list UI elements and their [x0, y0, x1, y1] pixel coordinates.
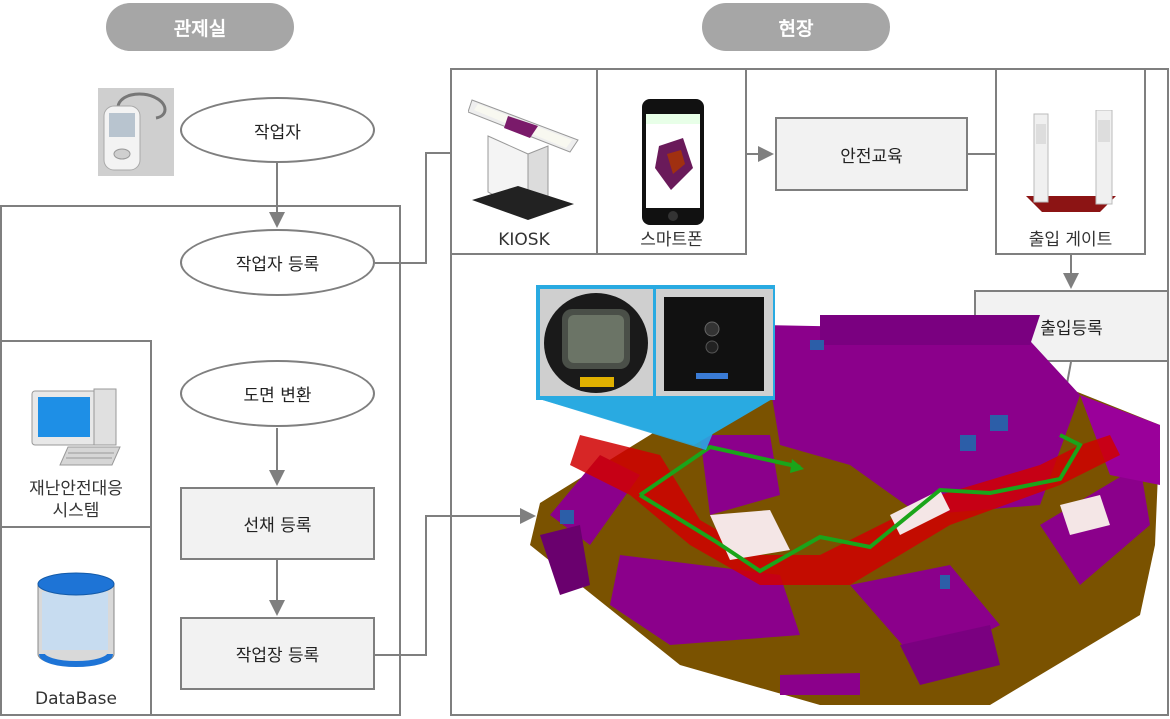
smartphone-panel	[596, 68, 747, 255]
worker-node: 작업자	[180, 97, 375, 163]
gate-label: 출입 게이트	[1028, 230, 1113, 250]
worker-register-node: 작업자 등록	[180, 229, 375, 296]
database-panel	[0, 526, 152, 716]
drawing-convert-node: 도면 변환	[180, 360, 375, 427]
kiosk-icon	[467, 96, 580, 222]
smartphone-label: 스마트폰	[640, 230, 703, 250]
database-icon	[34, 570, 118, 670]
device-inset	[536, 285, 775, 400]
sensor-device-icon	[540, 289, 653, 396]
gate-icon	[1020, 109, 1124, 214]
computer-icon	[28, 385, 124, 471]
gate-panel	[995, 68, 1146, 255]
route-register-box: 선채 등록	[180, 487, 375, 560]
disaster-system-label: 재난안전대응 시스템	[29, 479, 123, 521]
control-room-header: 관제실	[106, 3, 294, 51]
site-header: 현장	[702, 3, 890, 51]
site-frame	[450, 68, 1169, 716]
workplace-register-box: 작업장 등록	[180, 617, 375, 690]
beacon-device-icon	[656, 289, 773, 396]
smartphone-icon	[641, 98, 705, 226]
kiosk-label: KIOSK	[498, 230, 550, 250]
device-callout	[536, 285, 774, 450]
safety-training-box: 안전교육	[775, 117, 968, 191]
tag-icon	[98, 88, 174, 176]
database-label: DataBase	[35, 689, 117, 709]
